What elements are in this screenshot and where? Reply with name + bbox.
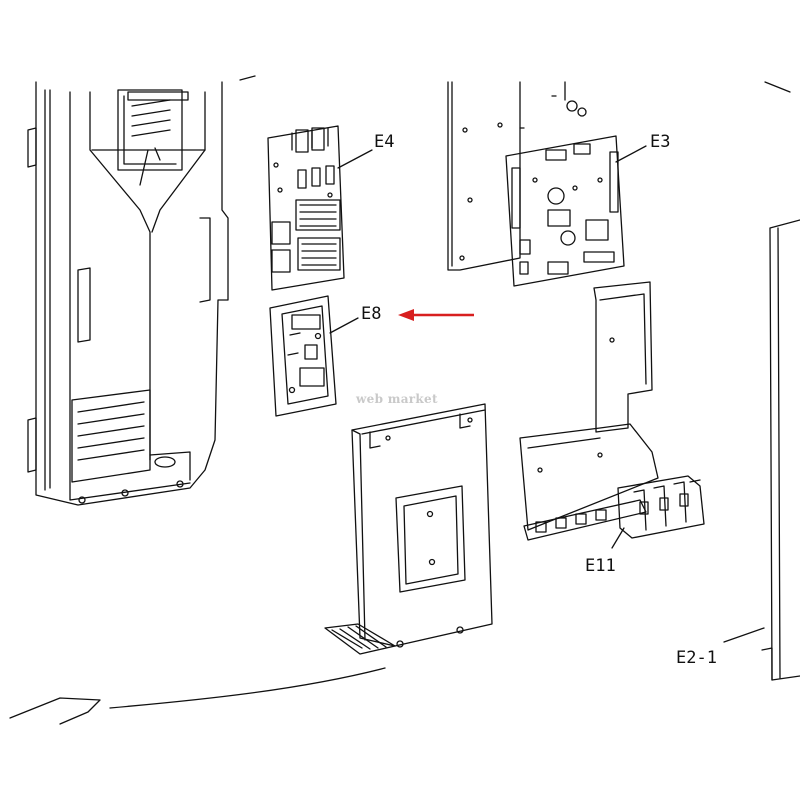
e11-terminal-block [617,475,705,539]
callout-arrow [398,309,474,321]
back-panel [447,81,587,271]
label-e4: E4 [374,132,395,152]
label-e8: E8 [361,304,382,324]
e3-board [505,135,625,287]
e8-board [269,295,337,417]
right-bracket-assembly [519,281,659,541]
bottom-mounting-plate [324,403,493,655]
right-side-panel [761,219,800,681]
watermark: web market [356,392,438,406]
label-e11: E11 [585,556,616,576]
leader-lines [329,145,765,643]
label-e2-1: E2-1 [676,648,717,668]
e4-board [267,125,345,291]
label-e3: E3 [650,132,671,152]
cut-lines [9,75,791,725]
left-cabinet-housing [27,81,229,506]
